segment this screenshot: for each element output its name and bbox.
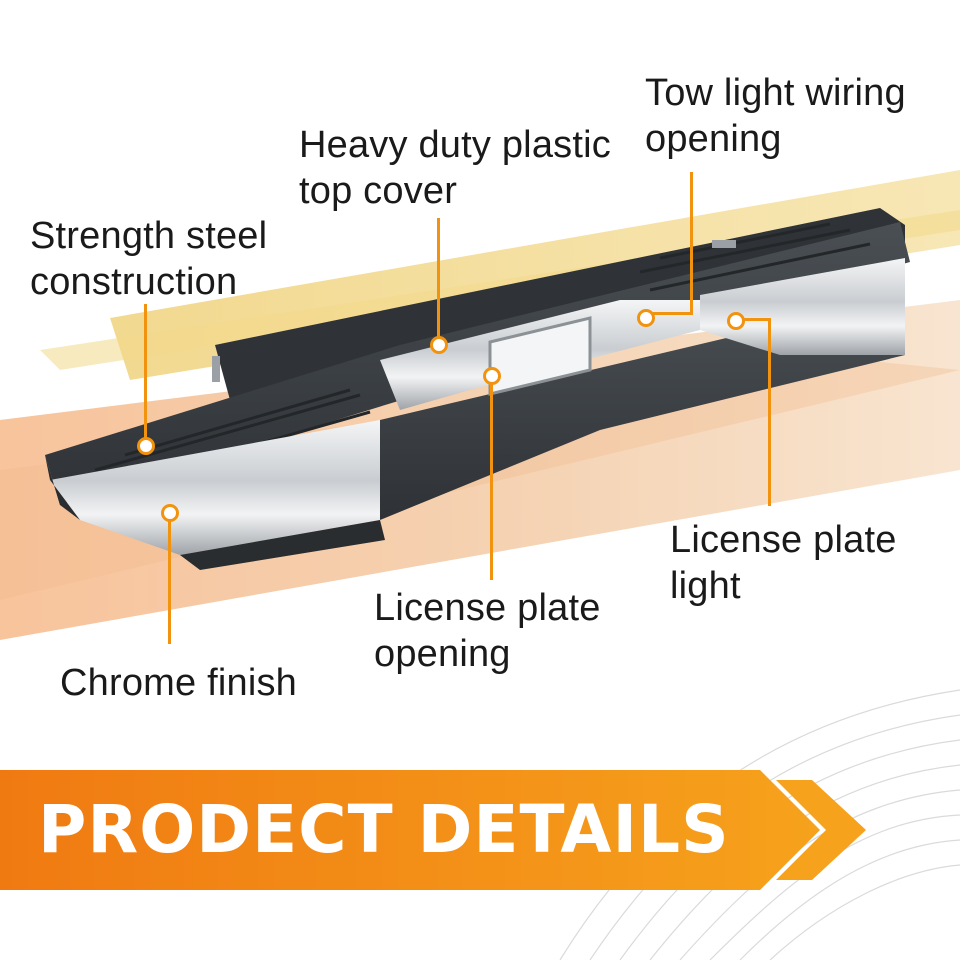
callout-plastic-cover: Heavy duty plastic top cover [299, 122, 611, 214]
callout-plastic-cover-line-2: top cover [299, 170, 458, 212]
leader-strength-steel [144, 304, 147, 442]
callout-tow-light: Tow light wiring opening [645, 70, 906, 162]
callout-plate-light-line-1: License plate [670, 519, 897, 561]
dot-strength-steel [137, 437, 155, 455]
callout-strength-steel-line-2: construction [30, 261, 238, 303]
callout-strength-steel-line-1: Strength steel [30, 215, 268, 257]
callout-strength-steel: Strength steel construction [30, 213, 267, 305]
dot-plate-opening [483, 367, 501, 385]
leader-plate-light-horizontal [740, 318, 771, 321]
banner-background [0, 770, 866, 890]
banner-title: PRODECT DETAILS [38, 791, 730, 868]
dot-plastic-cover [430, 336, 448, 354]
dot-chrome [161, 504, 179, 522]
callout-chrome-line-1: Chrome finish [60, 662, 298, 704]
callout-plastic-cover-line-1: Heavy duty plastic [299, 124, 611, 166]
callout-plate-opening: License plate opening [374, 585, 601, 677]
leader-plate-light-vertical [768, 320, 771, 506]
callout-tow-light-line-1: Tow light wiring [645, 72, 906, 114]
callout-plate-light: License plate light [670, 517, 897, 609]
leader-chrome [168, 516, 171, 644]
callout-chrome: Chrome finish [60, 660, 297, 706]
callout-plate-opening-line-1: License plate [374, 587, 601, 629]
callout-plate-light-line-2: light [670, 565, 741, 607]
dot-tow-light [637, 309, 655, 327]
bumper-illustration [45, 208, 910, 570]
leader-tow-light-horizontal [648, 312, 693, 315]
callout-plate-opening-line-2: opening [374, 633, 511, 675]
leader-tow-light-vertical [690, 172, 693, 314]
callout-tow-light-line-2: opening [645, 118, 782, 160]
leader-plastic-cover [437, 218, 440, 342]
leader-plate-opening [490, 380, 493, 580]
dot-plate-light [727, 312, 745, 330]
